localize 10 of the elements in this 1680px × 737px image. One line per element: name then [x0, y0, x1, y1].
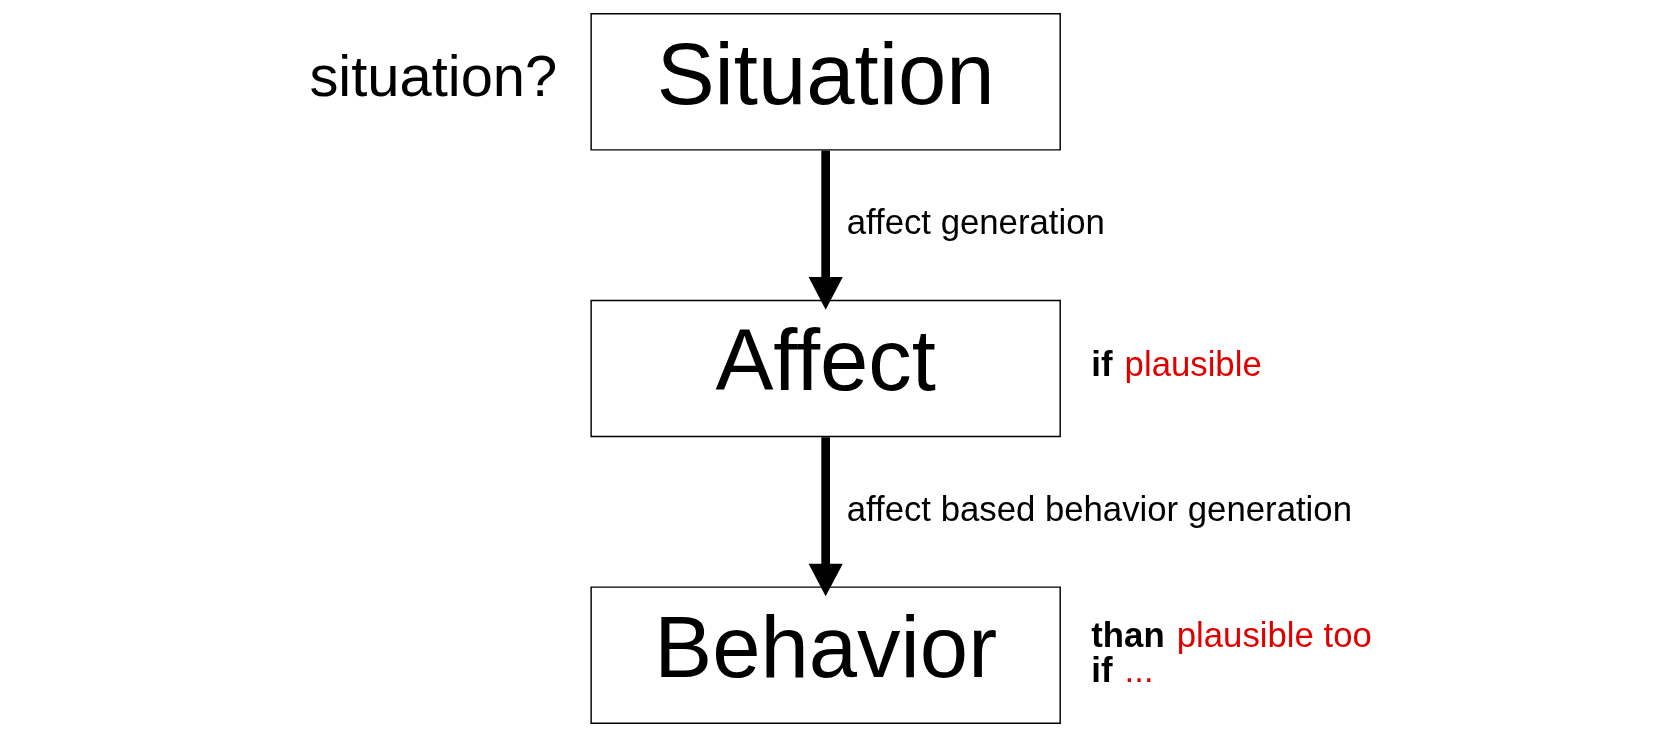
node-box: Situation [589, 13, 1061, 151]
edge-label: affect based behavior generation [846, 489, 1352, 528]
node-label: if plausible [1090, 345, 1262, 384]
edge-label: affect generation [846, 203, 1105, 242]
node-box: Behavior [589, 586, 1061, 724]
arrow [808, 437, 843, 597]
node-box: Affect [589, 299, 1061, 438]
arrow [808, 150, 843, 310]
node-label: than plausible too if ... [1090, 615, 1372, 689]
label: situation? [308, 44, 557, 109]
